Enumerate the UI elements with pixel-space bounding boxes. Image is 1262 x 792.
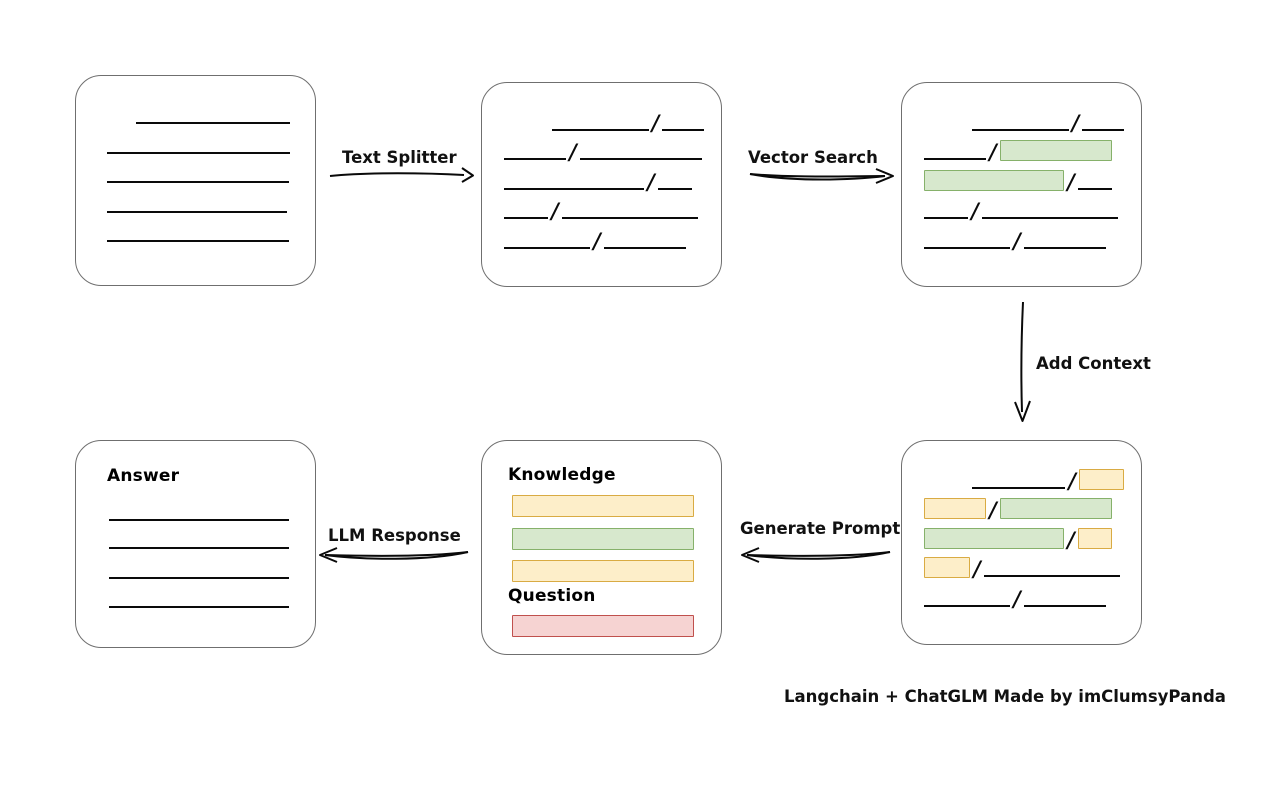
chunk-row: / bbox=[924, 168, 1124, 194]
document-lines-matched: / / / / / bbox=[902, 83, 1141, 286]
chunk-separator: / bbox=[1013, 227, 1021, 253]
document-lines-split: / / / / / bbox=[482, 83, 721, 286]
chunk-segment bbox=[924, 229, 1010, 249]
chunk-segment bbox=[981, 199, 1118, 219]
text-line bbox=[136, 122, 290, 124]
knowledge-bar bbox=[512, 528, 694, 550]
answer-line bbox=[109, 547, 289, 549]
chunk-separator: / bbox=[1067, 168, 1075, 194]
chunk-row: / bbox=[924, 555, 1124, 581]
chunk-separator: / bbox=[989, 138, 997, 164]
chunk-separator: / bbox=[1071, 109, 1080, 135]
chunk-separator: / bbox=[989, 496, 997, 522]
node-prompt-card[interactable]: Knowledge Question bbox=[481, 440, 722, 655]
chunk-row: / bbox=[504, 168, 704, 194]
chunk-row: / bbox=[924, 197, 1124, 223]
knowledge-bar bbox=[512, 495, 694, 517]
node-source-document[interactable] bbox=[75, 75, 316, 286]
chunk-separator: / bbox=[569, 138, 577, 164]
chunk-segment bbox=[603, 229, 686, 249]
text-line bbox=[107, 240, 289, 242]
chunk-segment bbox=[552, 111, 649, 131]
matched-chunk-highlight bbox=[999, 497, 1112, 519]
document-lines bbox=[76, 76, 315, 285]
chunk-separator: / bbox=[647, 168, 655, 194]
edge-text-splitter bbox=[328, 160, 474, 190]
chunk-separator: / bbox=[1068, 467, 1076, 493]
footer-credit: Langchain + ChatGLM Made by imClumsyPand… bbox=[784, 687, 1226, 706]
context-chunk-highlight bbox=[1078, 468, 1124, 490]
chunk-segment bbox=[1023, 587, 1106, 607]
chunk-segment bbox=[504, 170, 644, 190]
context-chunk-highlight bbox=[924, 497, 986, 519]
chunk-separator: / bbox=[971, 197, 979, 223]
chunk-segment bbox=[579, 140, 702, 160]
chunk-row: / bbox=[924, 585, 1124, 611]
answer-line bbox=[109, 606, 289, 608]
chunk-row: / bbox=[924, 496, 1124, 522]
chunk-row: / bbox=[504, 227, 704, 253]
chunk-segment bbox=[1077, 170, 1112, 190]
chunk-segment bbox=[1082, 111, 1124, 131]
chunk-separator: / bbox=[973, 555, 981, 581]
chunk-segment bbox=[504, 140, 566, 160]
chunk-segment bbox=[504, 199, 548, 219]
chunk-row: / bbox=[504, 197, 704, 223]
chunk-segment bbox=[1023, 229, 1106, 249]
edge-add-context-label: Add Context bbox=[1036, 354, 1151, 373]
chunk-segment bbox=[657, 170, 692, 190]
chunk-segment bbox=[972, 111, 1069, 131]
chunk-row: / bbox=[924, 467, 1124, 493]
edge-vector-search bbox=[748, 160, 894, 190]
chunk-row: / bbox=[504, 138, 704, 164]
chunk-row: / bbox=[924, 526, 1124, 552]
prompt-question-heading: Question bbox=[508, 586, 596, 606]
chunk-separator: / bbox=[551, 197, 559, 223]
edge-llm-response-label: LLM Response bbox=[328, 526, 461, 545]
knowledge-bar bbox=[512, 560, 694, 582]
chunk-segment bbox=[924, 140, 986, 160]
edge-add-context bbox=[1008, 300, 1044, 422]
chunk-segment bbox=[924, 199, 968, 219]
prompt-knowledge-heading: Knowledge bbox=[508, 465, 616, 485]
answer-line bbox=[109, 519, 289, 521]
chunk-segment bbox=[662, 111, 704, 131]
edge-llm-response bbox=[318, 540, 470, 568]
chunk-row: / bbox=[504, 109, 704, 135]
answer-heading: Answer bbox=[107, 466, 180, 486]
text-line bbox=[107, 181, 289, 183]
node-split-chunks[interactable]: / / / / / bbox=[481, 82, 722, 287]
chunk-segment bbox=[972, 469, 1066, 489]
text-line bbox=[107, 211, 287, 213]
matched-chunk-highlight bbox=[999, 139, 1112, 161]
chunk-separator: / bbox=[651, 109, 660, 135]
chunk-segment bbox=[561, 199, 698, 219]
chunk-row: / bbox=[924, 109, 1124, 135]
node-context-chunks[interactable]: / / / / / bbox=[901, 440, 1142, 645]
node-matched-chunks[interactable]: / / / / / bbox=[901, 82, 1142, 287]
document-lines-context: / / / / / bbox=[902, 441, 1141, 644]
chunk-segment bbox=[504, 229, 590, 249]
context-chunk-highlight bbox=[924, 556, 970, 578]
matched-chunk-highlight bbox=[924, 527, 1064, 549]
chunk-separator: / bbox=[1067, 526, 1075, 552]
matched-chunk-highlight bbox=[924, 169, 1064, 191]
edge-generate-prompt-label: Generate Prompt bbox=[740, 519, 901, 538]
answer-line bbox=[109, 577, 289, 579]
edge-text-splitter-label: Text Splitter bbox=[342, 148, 457, 167]
edge-vector-search-label: Vector Search bbox=[748, 148, 878, 167]
chunk-separator: / bbox=[593, 227, 601, 253]
chunk-row: / bbox=[924, 227, 1124, 253]
chunk-separator: / bbox=[1013, 585, 1021, 611]
node-answer-card[interactable]: Answer bbox=[75, 440, 316, 648]
context-chunk-highlight bbox=[1077, 527, 1112, 549]
chunk-row: / bbox=[924, 138, 1124, 164]
chunk-segment bbox=[983, 557, 1120, 577]
chunk-segment bbox=[924, 587, 1010, 607]
text-line bbox=[107, 152, 290, 154]
edge-generate-prompt bbox=[740, 540, 892, 568]
question-bar bbox=[512, 615, 694, 637]
